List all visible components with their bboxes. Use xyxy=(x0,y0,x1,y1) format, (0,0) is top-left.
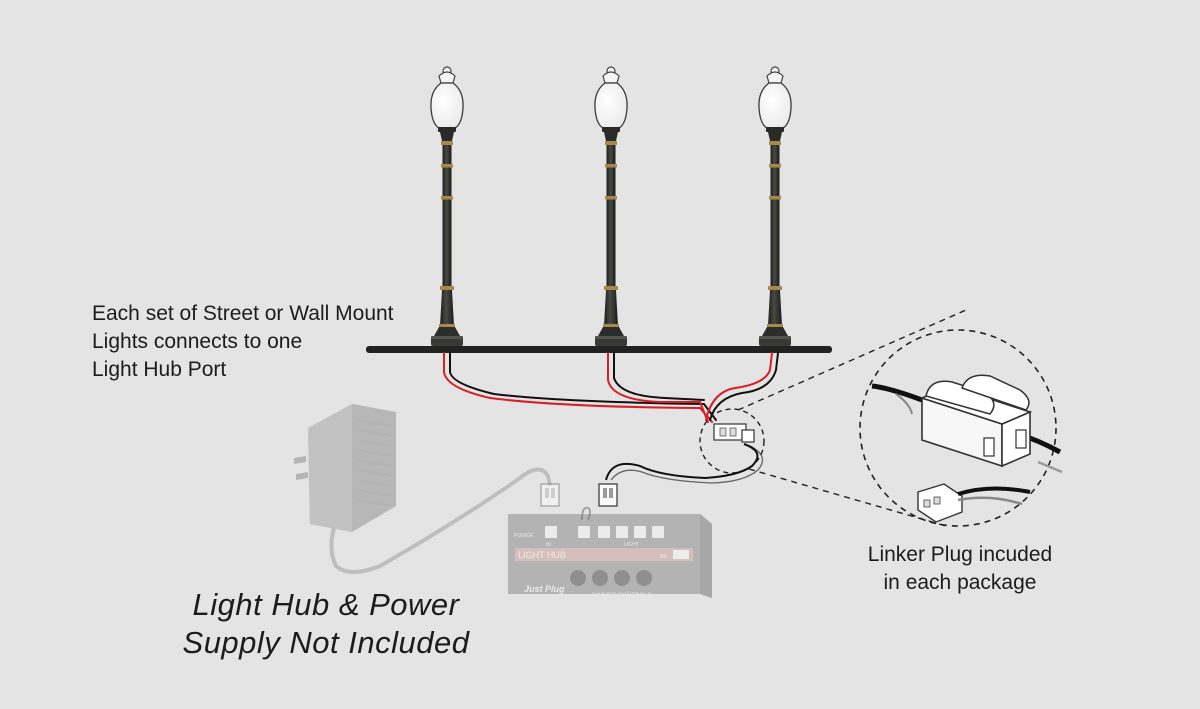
linker-note: Linker Plug incuded in each package xyxy=(860,541,1060,597)
not-included-line: Supply Not Included xyxy=(182,625,470,660)
hub-dimmer-label: DIMMER CONTROLS xyxy=(592,593,651,599)
power-supply-adapter xyxy=(294,404,552,574)
linker-plug-large xyxy=(871,374,1063,523)
street-light xyxy=(758,66,792,347)
lamp-wires xyxy=(443,352,779,423)
light-plug xyxy=(598,483,618,507)
mounting-bar xyxy=(366,346,832,353)
linker-callout-circle xyxy=(699,408,765,474)
light-hub: POWER IN LIGHT LIGHT HUB No. Just Plug D… xyxy=(508,514,712,599)
linker-note-line: in each package xyxy=(883,571,1037,594)
hub-light-label: LIGHT xyxy=(624,542,639,548)
mount-note: Each set of Street or Wall Mount Lights … xyxy=(92,300,394,384)
mount-note-line: Each set of Street or Wall Mount xyxy=(92,302,394,325)
linker-plug-small xyxy=(713,423,755,443)
hub-title: LIGHT HUB xyxy=(518,550,566,560)
hub-in-label: IN xyxy=(546,542,551,548)
linker-zoom-circle xyxy=(859,329,1057,527)
street-light xyxy=(594,66,628,347)
power-plug xyxy=(540,483,560,507)
hub-brand: Just Plug xyxy=(524,584,565,594)
not-included-line: Light Hub & Power xyxy=(192,587,460,622)
not-included-note: Light Hub & Power Supply Not Included xyxy=(166,586,486,662)
hub-power-label: POWER xyxy=(514,533,533,539)
hub-no-label: No. xyxy=(660,554,668,560)
callout-leader-line xyxy=(737,309,967,411)
mount-note-line: Lights connects to one xyxy=(92,330,303,353)
callout-leader-line xyxy=(748,468,947,527)
street-light xyxy=(430,66,464,347)
mount-note-line: Light Hub Port xyxy=(92,358,227,381)
linker-note-line: Linker Plug incuded xyxy=(867,543,1053,566)
